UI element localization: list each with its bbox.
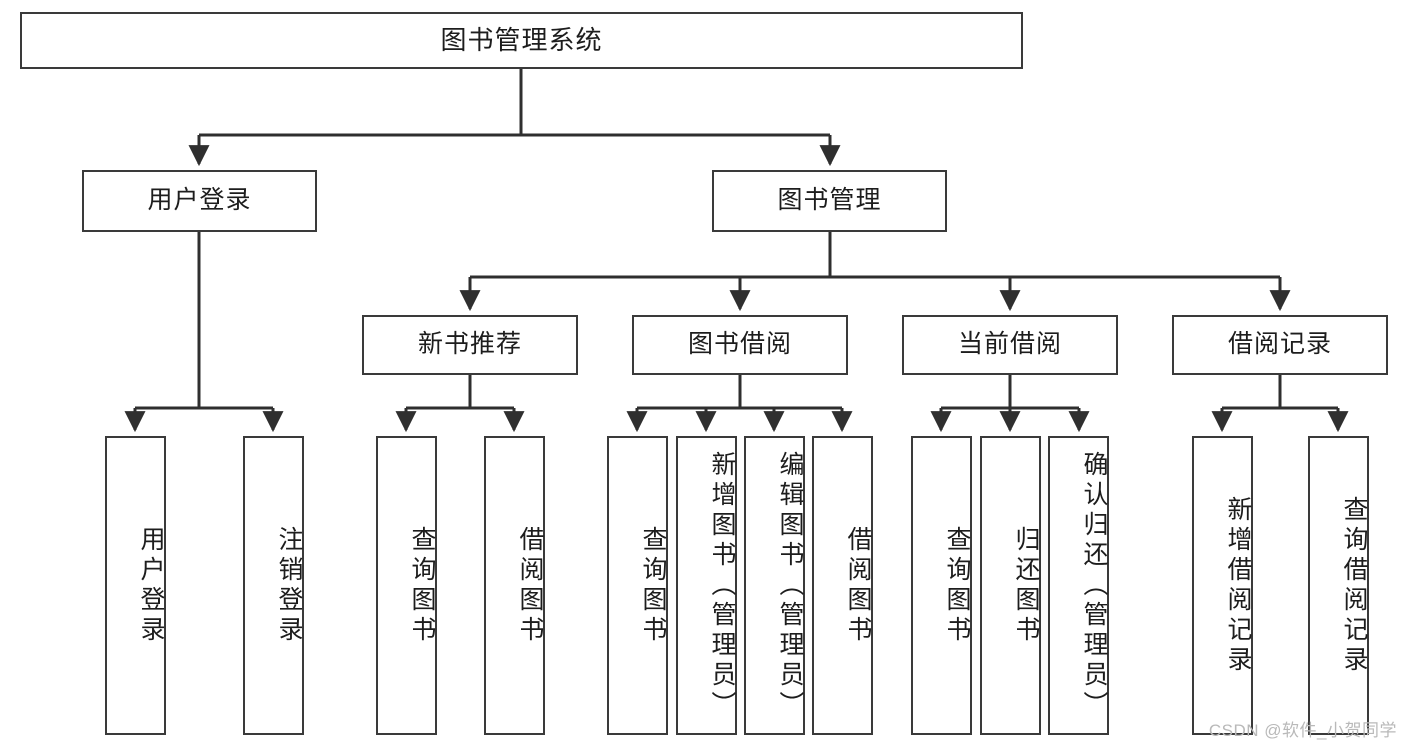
leaf-query-books-current[interactable]: 查询图书 <box>911 436 972 735</box>
node-borrowing-records[interactable]: 借阅记录 <box>1172 315 1388 375</box>
leaf-logout[interactable]: 注销登录 <box>243 436 304 735</box>
node-label: 归还图书 <box>1012 525 1040 646</box>
leaf-edit-book-admin[interactable]: 编辑图书（管理员） <box>744 436 805 735</box>
node-label: 借阅记录 <box>1227 330 1332 359</box>
node-label: 新增借阅记录 <box>1224 495 1252 676</box>
node-label: 编辑图书（管理员） <box>776 450 804 721</box>
leaf-query-books-borrowing[interactable]: 查询图书 <box>607 436 668 735</box>
node-current-borrowing[interactable]: 当前借阅 <box>902 315 1118 375</box>
node-label: 图书借阅 <box>687 330 792 359</box>
node-label: 注销登录 <box>275 525 303 646</box>
node-label: 借阅图书 <box>516 525 544 646</box>
node-label: 借阅图书 <box>844 525 872 646</box>
node-label: 新书推荐 <box>417 330 522 359</box>
node-label: 新增图书（管理员） <box>708 450 736 721</box>
node-root-book-management-system[interactable]: 图书管理系统 <box>20 12 1023 69</box>
node-label: 当前借阅 <box>957 330 1062 359</box>
node-label: 查询图书 <box>943 525 971 646</box>
leaf-user-login[interactable]: 用户登录 <box>105 436 166 735</box>
node-label: 查询借阅记录 <box>1340 495 1368 676</box>
node-label: 查询图书 <box>408 525 436 646</box>
leaf-borrow-books-recommend[interactable]: 借阅图书 <box>484 436 545 735</box>
node-label: 查询图书 <box>639 525 667 646</box>
node-book-management[interactable]: 图书管理 <box>712 170 947 232</box>
leaf-confirm-return-admin[interactable]: 确认归还（管理员） <box>1048 436 1109 735</box>
node-label: 用户登录 <box>137 525 165 646</box>
watermark: CSDN @软件_小贺同学 <box>1208 721 1397 740</box>
node-label: 图书管理系统 <box>440 25 603 56</box>
leaf-return-books[interactable]: 归还图书 <box>980 436 1041 735</box>
node-label: 确认归还（管理员） <box>1080 450 1108 721</box>
node-label: 图书管理 <box>777 186 882 215</box>
leaf-query-books-recommend[interactable]: 查询图书 <box>376 436 437 735</box>
leaf-query-borrowing-record[interactable]: 查询借阅记录 <box>1308 436 1369 735</box>
node-label: 用户登录 <box>147 186 252 215</box>
node-book-borrowing[interactable]: 图书借阅 <box>632 315 848 375</box>
leaf-add-book-admin[interactable]: 新增图书（管理员） <box>676 436 737 735</box>
node-user-login[interactable]: 用户登录 <box>82 170 317 232</box>
leaf-add-borrowing-record[interactable]: 新增借阅记录 <box>1192 436 1253 735</box>
node-new-book-recommendation[interactable]: 新书推荐 <box>362 315 578 375</box>
leaf-borrow-books-borrowing[interactable]: 借阅图书 <box>812 436 873 735</box>
